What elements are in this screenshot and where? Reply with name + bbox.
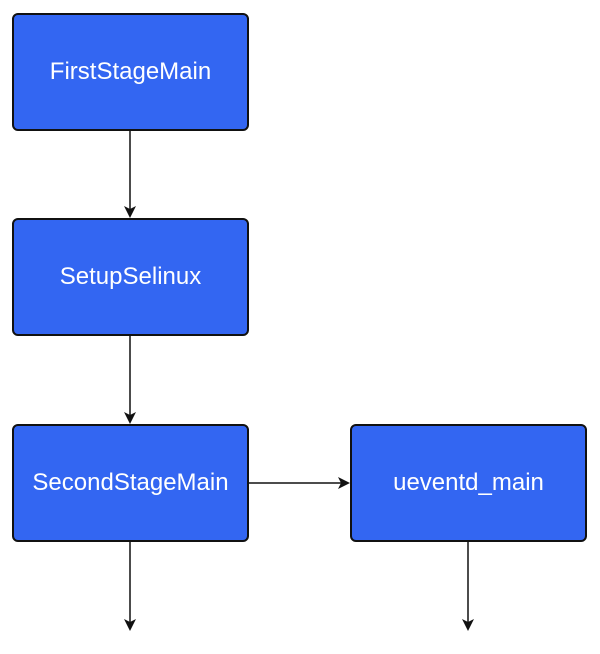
node-first-stage-main: FirstStageMain — [12, 13, 249, 131]
node-label: SecondStageMain — [32, 469, 229, 496]
node-label: SetupSelinux — [59, 263, 202, 290]
node-setup-selinux: SetupSelinux — [12, 218, 249, 336]
node-label: ueventd_main — [393, 469, 544, 496]
node-second-stage-main: SecondStageMain — [12, 424, 249, 542]
node-ueventd-main: ueventd_main — [350, 424, 587, 542]
node-label: FirstStageMain — [49, 58, 212, 85]
